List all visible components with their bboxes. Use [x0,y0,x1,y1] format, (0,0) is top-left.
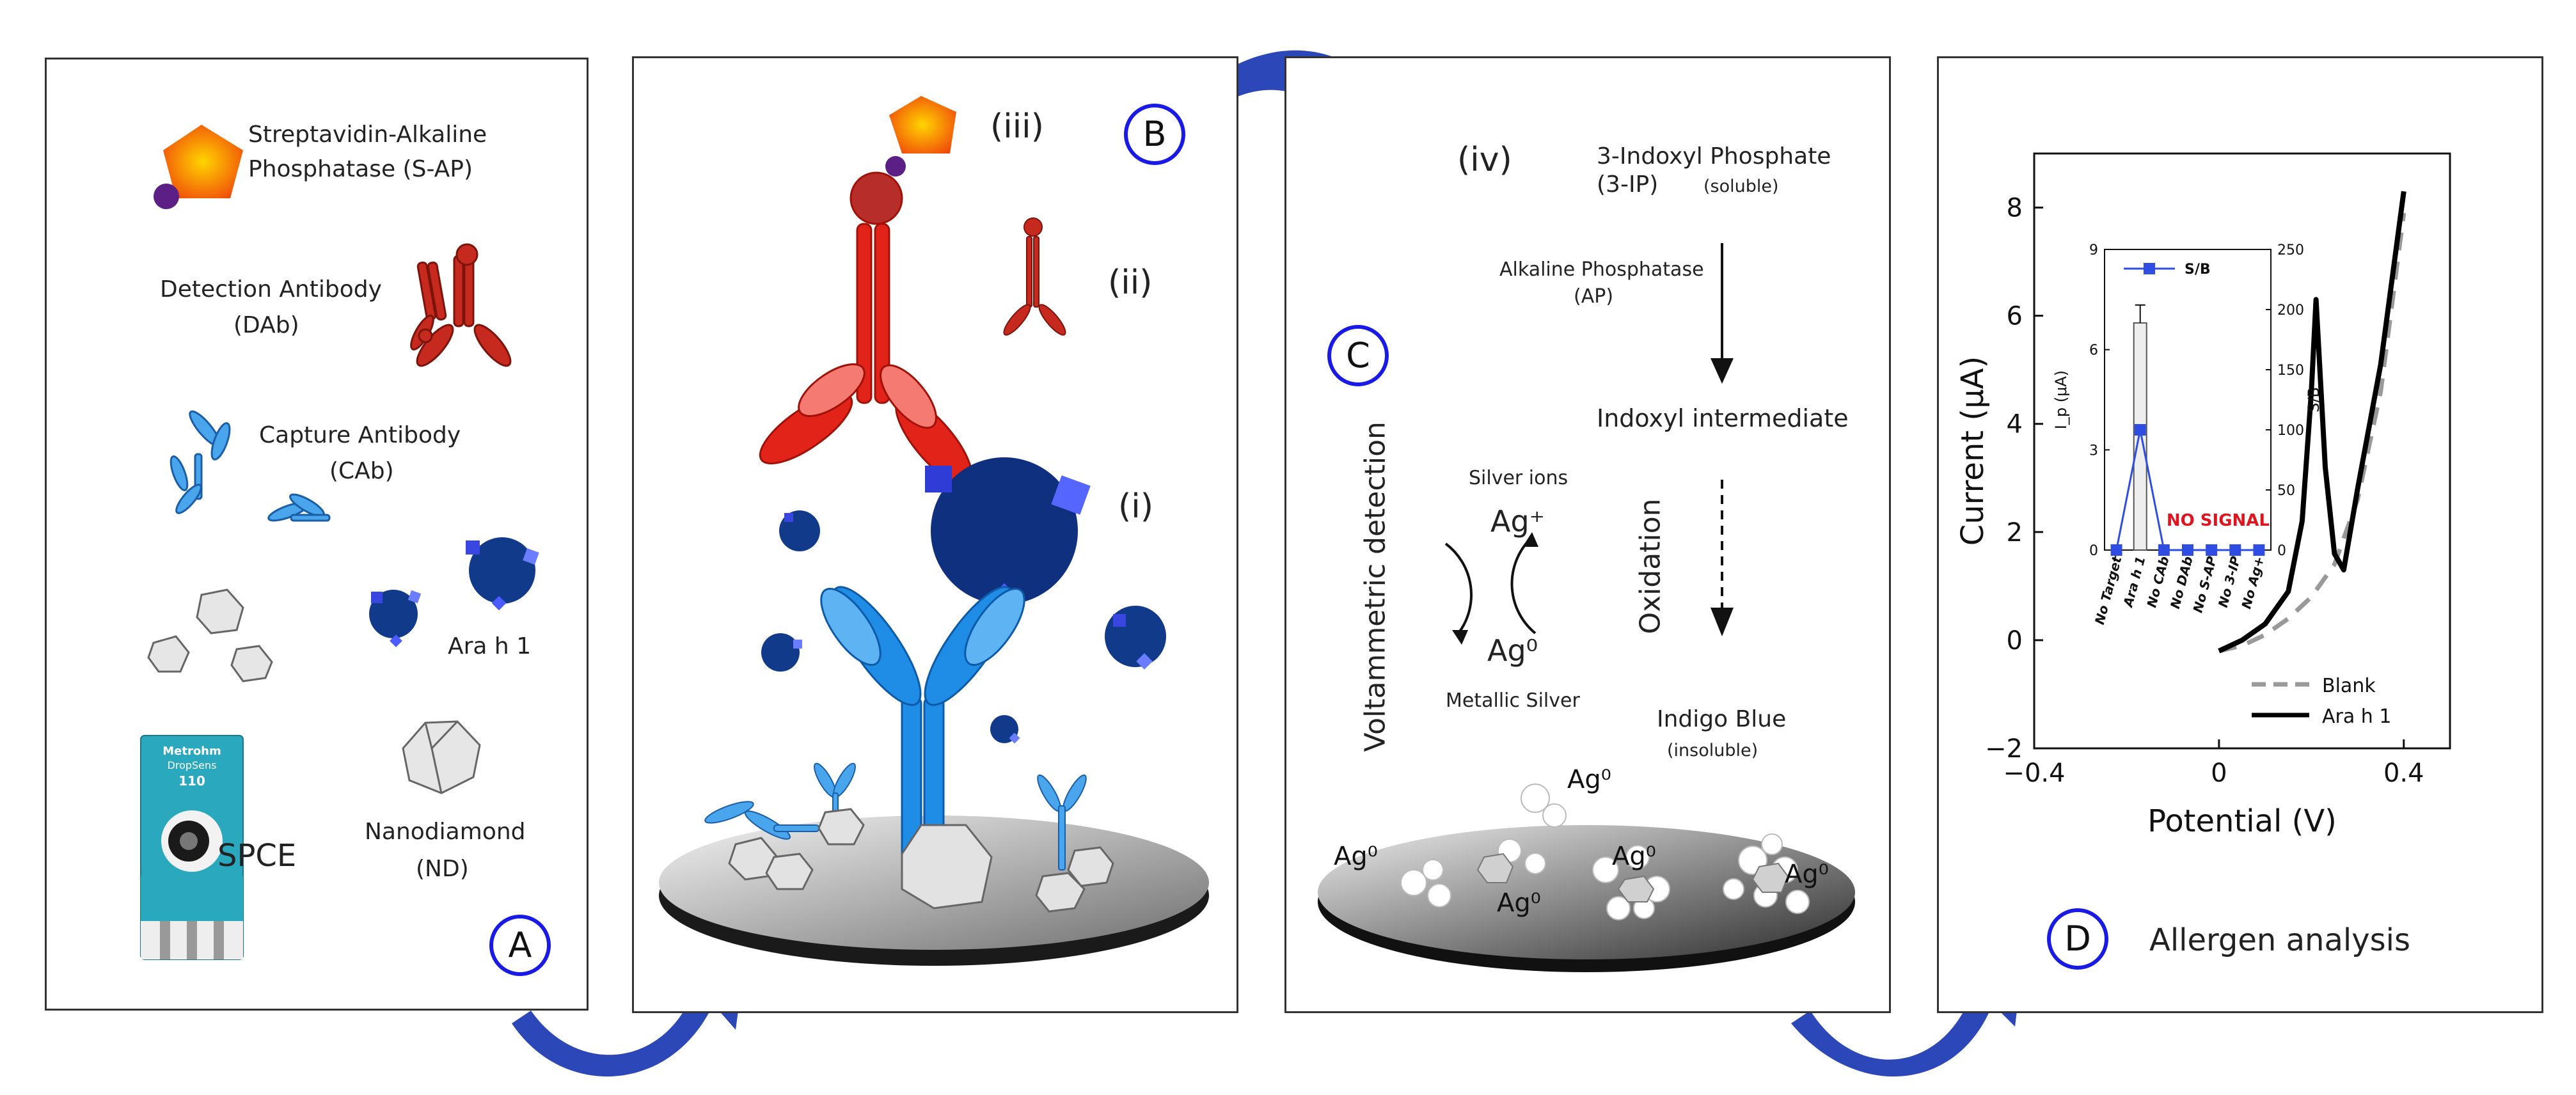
y-tick-label: −2 [1985,734,2023,764]
panel-c-badge: C [1327,325,1389,386]
no-signal-label: NO SIGNAL [2167,511,2270,530]
ara-h1-icon [369,537,539,647]
step-ii-label: (ii) [1108,264,1153,302]
ag-plus-label: Ag⁺ [1490,504,1545,539]
ip-label-1: 3-Indoxyl Phosphate [1597,143,1831,169]
inset-sb-point [2229,544,2241,556]
inset-legend-label: S/B [2185,262,2211,278]
step-iii-label: (iii) [990,107,1044,146]
ag0-label-5: Ag⁰ [1785,860,1829,889]
inset-y-tick-label: 9 [2089,242,2098,258]
inset-bar [2133,322,2147,551]
inset-y2-tick-label: 50 [2277,483,2295,499]
legend-label: Ara h 1 [2322,705,2391,728]
sap-label-2: Phosphatase (S-AP) [248,156,473,182]
panel-d-caption: Allergen analysis [2149,922,2410,958]
panel-a [45,58,589,1011]
inset-frame [2104,249,2272,551]
spce-electrode-icon: Metrohm DropSens 110 [140,735,244,960]
y-tick-label: 0 [2007,626,2023,656]
x-axis-label: Potential (V) [2147,803,2337,839]
intermediate-label: Indoxyl intermediate [1597,404,1849,432]
inset-y-tick-label: 0 [2089,543,2098,559]
inset-y-label: I_p (μA) [2052,370,2070,429]
y-tick-label: 4 [2007,410,2023,439]
cab-label-2: (CAb) [329,458,394,484]
x-tick-label: 0.4 [2383,759,2424,788]
series-line-ara-h-1 [2218,191,2406,654]
panel-a-badge: A [489,915,551,976]
y-axis-label: Current (μA) [1955,356,1991,546]
inset-sb-point [2110,544,2122,556]
y-tick-label: 8 [2007,194,2023,223]
ap-label-1: Alkaline Phosphatase [1499,258,1704,281]
indigo-label: Indigo Blue [1657,706,1787,732]
silver-ions-label: Silver ions [1469,467,1569,489]
capture-antibody-icon [170,410,331,522]
inset-y2-label: S/B [2305,387,2323,413]
inset-y2-tick-label: 100 [2277,423,2304,439]
nd-label-1: Nanodiamond [365,819,526,845]
ag0-label: Ag⁰ [1487,633,1538,668]
x-tick-label: −0.4 [2003,759,2065,788]
inset-legend-marker [2144,263,2155,274]
inset-y-tick-label: 6 [2089,343,2098,359]
detection-antibody-icon [410,243,512,367]
electrode-brand: Metrohm [162,744,221,758]
ap-label-2: (AP) [1574,285,1614,308]
ara-h1-label: Ara h 1 [448,633,532,659]
inset-y2-tick-label: 150 [2277,363,2304,379]
legend-label: Blank [2322,675,2376,697]
ag0-label-3: Ag⁰ [1612,842,1656,871]
electrode-model: 110 [178,773,205,789]
inset-y2-tick-label: 200 [2277,303,2304,319]
y-tick-label: 2 [2007,518,2023,548]
step-i-label: (i) [1118,487,1154,526]
inset-y2-tick-label: 250 [2277,242,2304,258]
ag0-label-4: Ag⁰ [1497,888,1541,918]
ag0-label-2: Ag⁰ [1334,842,1378,871]
inset-sb-point [2182,544,2193,556]
main-plot-frame [2033,152,2451,750]
cab-label-1: Capture Antibody [259,422,461,448]
inset-sb-point [2158,544,2170,556]
panel-c-illustration: Ag⁰ Ag⁰ Ag⁰ Ag⁰ Ag⁰ [1318,243,1855,972]
s-ap-icon [154,125,243,209]
inset-sb-point [2134,424,2146,436]
ip-label-2: (3-IP) [1597,171,1659,198]
panel-b-badge: B [1124,104,1185,165]
y-tick-label: 6 [2007,302,2023,331]
x-tick-label: 0 [2211,759,2227,788]
ag0-label-1: Ag⁰ [1567,765,1611,794]
panel-b-illustration [659,96,1209,966]
nanodiamond-icon [402,720,481,794]
inset-sb-point [2206,544,2218,556]
nd-label-2: (ND) [416,856,469,882]
inset-category-label: No Target [2092,554,2125,626]
dab-label-1: Detection Antibody [160,276,382,303]
panel-d-badge: D [2047,908,2108,970]
electrode-brand2: DropSens [168,759,217,771]
nanodiamond-cluster-icon [147,588,273,682]
inset-y2-tick-label: 0 [2277,543,2286,559]
inset-category-label: No CAb [2144,555,2172,609]
inset-sb-point [2253,544,2265,556]
metallic-silver-label: Metallic Silver [1446,689,1580,712]
inset-y-tick-label: 3 [2089,443,2098,459]
ip-note: (soluble) [1703,177,1779,196]
indigo-note: (insoluble) [1667,741,1758,760]
arrow-c-to-d-shape [1791,947,2025,1077]
inset-category-label: No 3-IP [2215,555,2243,610]
spce-label: SPCE [217,838,297,874]
series-line-blank [2218,212,2406,654]
step-iv-label: (iv) [1457,141,1512,179]
inset-category-label: No Ag+ [2238,555,2267,610]
sap-label-1: Streptavidin-Alkaline [248,122,487,148]
dab-label-2: (DAb) [233,312,299,338]
